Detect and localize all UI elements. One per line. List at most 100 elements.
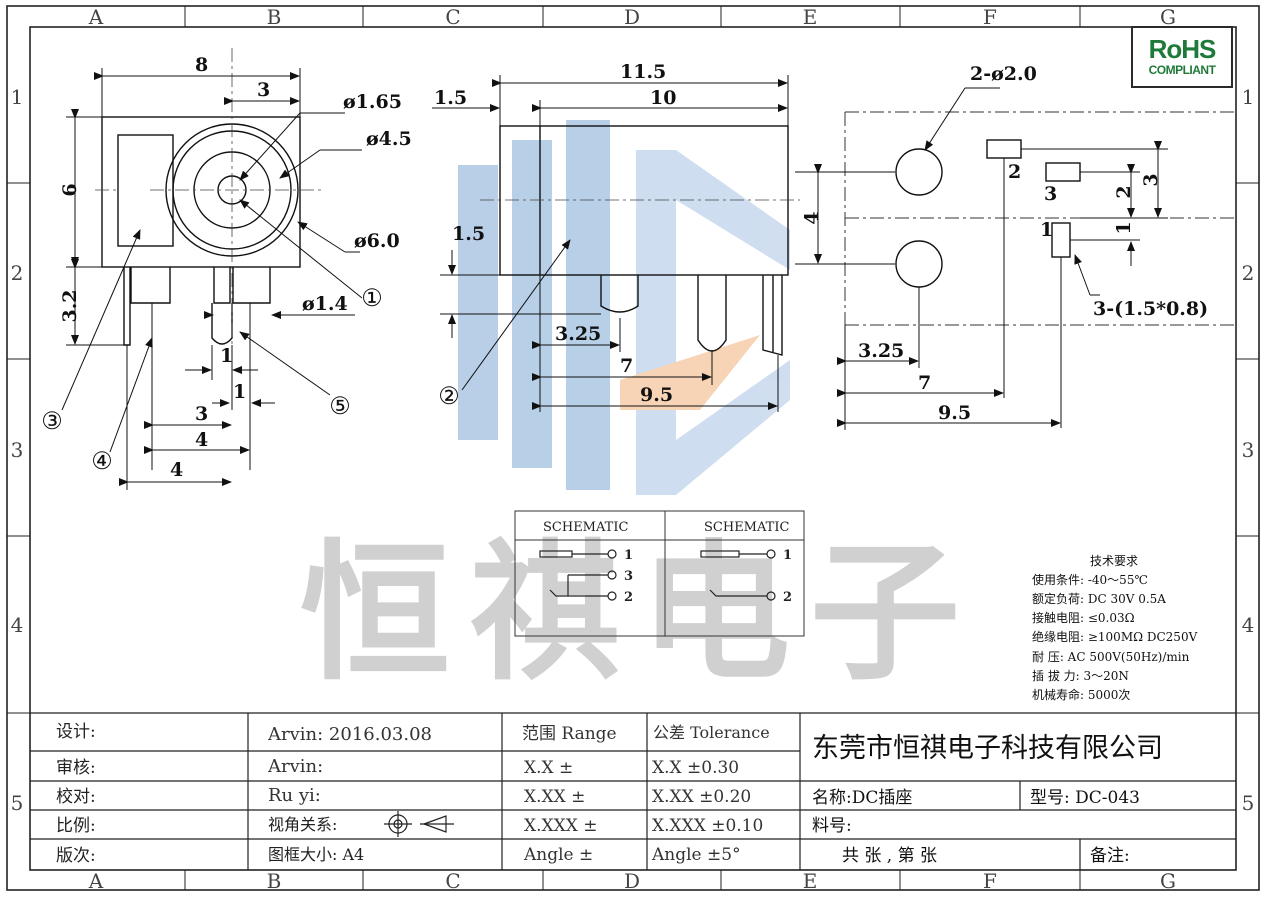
specs-title: 技术要求 [1090,554,1138,568]
dim-width-8: 8 [195,54,208,76]
label-check: 校对: [56,787,96,807]
dim-height-6: 6 [59,183,81,196]
dim-pcb-3-25: 3.25 [858,340,904,362]
pad-label-3: 3 [1044,183,1057,205]
schematic-symbols [539,549,776,601]
label-revision: 版次: [56,846,96,866]
col-label: C [445,869,460,893]
review-value: Arvin: [267,756,323,777]
col-label: A [88,869,104,893]
frame-labels: A B C D E F G A B C D E F G 1 2 3 4 5 1 … [11,5,1255,893]
title-block-labels: 设计: 审核: 校对: 比例: 版次: [56,722,96,866]
rohs-title: RoHS [1148,34,1217,64]
side-view-dimensions [432,75,789,412]
dim-pcb-1: 1 [1113,221,1135,234]
schematic-pin: 2 [624,590,633,605]
col-label: F [983,5,997,29]
dim-pcb-9-5: 9.5 [938,402,971,424]
tolerance-row: X.X ±0.30 [652,758,739,778]
row-label: 1 [1242,85,1255,109]
spec-row: 插 拔 力: 3～20N [1032,668,1129,683]
dim-pcb-2: 2 [1113,185,1135,198]
outer-frame [6,5,1260,891]
watermark-logo [458,120,790,495]
dim-dia-1-65: ø1.65 [343,91,402,113]
watermark-text: 恒祺电子 [300,525,980,701]
view-relation-label: 视角关系: [268,815,337,834]
schematic-pin: 1 [783,548,792,563]
frame-size-label: 图框大小: A4 [268,845,364,864]
callout-5: ⑤ [329,392,351,420]
dim-length-11-5: 11.5 [620,61,666,83]
row-label: 2 [11,261,24,285]
pad-label-1: 1 [1040,219,1053,241]
front-view-callouts: ① ③ ④ ⑤ [41,284,383,475]
front-view [101,116,301,346]
dim-dia-4-5: ø4.5 [366,128,412,150]
col-label: G [1160,5,1176,29]
dim-pcb-4: 4 [801,211,823,224]
range-row: Angle ± [523,845,593,865]
col-label: E [803,5,818,29]
schematic-text: SCHEMATIC SCHEMATIC 1 3 2 1 2 [543,520,792,605]
spec-row: 绝缘电阻: ≥100MΩ DC250V [1032,629,1198,644]
range-header: 范围 Range [522,724,617,744]
dim-pin-3-25: 3.25 [555,323,601,345]
tolerance-table: 范围 Range 公差 Tolerance X.X ± X.XX ± X.XXX… [522,723,770,865]
schematic-pin: 1 [624,548,633,563]
pcb-view [895,139,1081,288]
dim-holes: 2-ø2.0 [970,63,1037,85]
schematic-right-title: SCHEMATIC [704,520,789,535]
dim-dia-1-4: ø1.4 [302,293,348,315]
label-scale: 比例: [56,816,96,836]
schematic-box [514,510,805,637]
sheet-count: 共 张 , 第 张 [842,846,937,866]
col-label: F [983,869,997,893]
tolerance-header: 公差 Tolerance [653,723,770,742]
dim-pcb-7: 7 [918,372,931,394]
callout-1: ① [361,284,383,312]
schematic-left-title: SCHEMATIC [543,520,628,535]
label-review: 审核: [56,758,96,778]
dim-pin-1b: 1 [233,381,246,403]
col-label: D [624,869,640,893]
dim-pin-1a: 1 [220,345,233,367]
col-label: A [88,5,104,29]
dim-pitch-4a: 4 [195,429,208,451]
col-label: G [1160,869,1176,893]
col-label: E [803,869,818,893]
dim-pitch-4b: 4 [170,459,183,481]
dim-pin-7: 7 [620,355,633,377]
pcb-view-dimensions [795,87,1168,430]
callout-3: ③ [41,407,63,435]
row-label: 3 [1242,438,1255,462]
title-block-grid [30,712,1236,870]
specs-block: 技术要求 使用条件: -40～55℃ 额定负荷: DC 30V 0.5A 接触电… [1032,554,1198,702]
spec-row: 使用条件: -40～55℃ [1032,572,1148,587]
pcb-view-labels: 2-ø2.0 3-(1.5*0.8) 4 3 2 1 3.25 7 9.5 2 … [801,63,1208,424]
col-label: D [624,5,640,29]
company-name: 东莞市恒祺电子科技有限公司 [812,733,1163,764]
schematic-pin: 2 [783,590,792,605]
material-number: 料号: [812,816,852,836]
dim-offset-1-5: 1.5 [434,87,467,109]
pcb-view-outline [844,111,1236,326]
dim-dia-6-0: ø6.0 [354,230,400,252]
callout-2: ② [438,382,460,410]
col-label: C [445,5,460,29]
dim-width-3: 3 [257,79,270,101]
dim-height-1-5: 1.5 [452,223,485,245]
side-view [499,125,789,356]
check-value: Ru yi: [268,785,321,806]
front-view-dimensions [61,68,363,490]
side-view-labels: 11.5 10 1.5 1.5 3.25 7 9.5 [434,61,676,406]
row-label: 4 [11,613,24,637]
range-row: X.XXX ± [524,816,597,836]
frame-ticks [7,6,1259,890]
dim-pin-9-5: 9.5 [640,384,673,406]
projection-symbol-icon [384,811,454,837]
rohs-badge: RoHS COMPLIANT [1131,26,1233,88]
pad-label-2: 2 [1008,161,1021,183]
front-view-labels: 8 3 ø1.65 ø4.5 ø6.0 6 3.2 ø1.4 1 1 3 4 4 [59,54,412,481]
